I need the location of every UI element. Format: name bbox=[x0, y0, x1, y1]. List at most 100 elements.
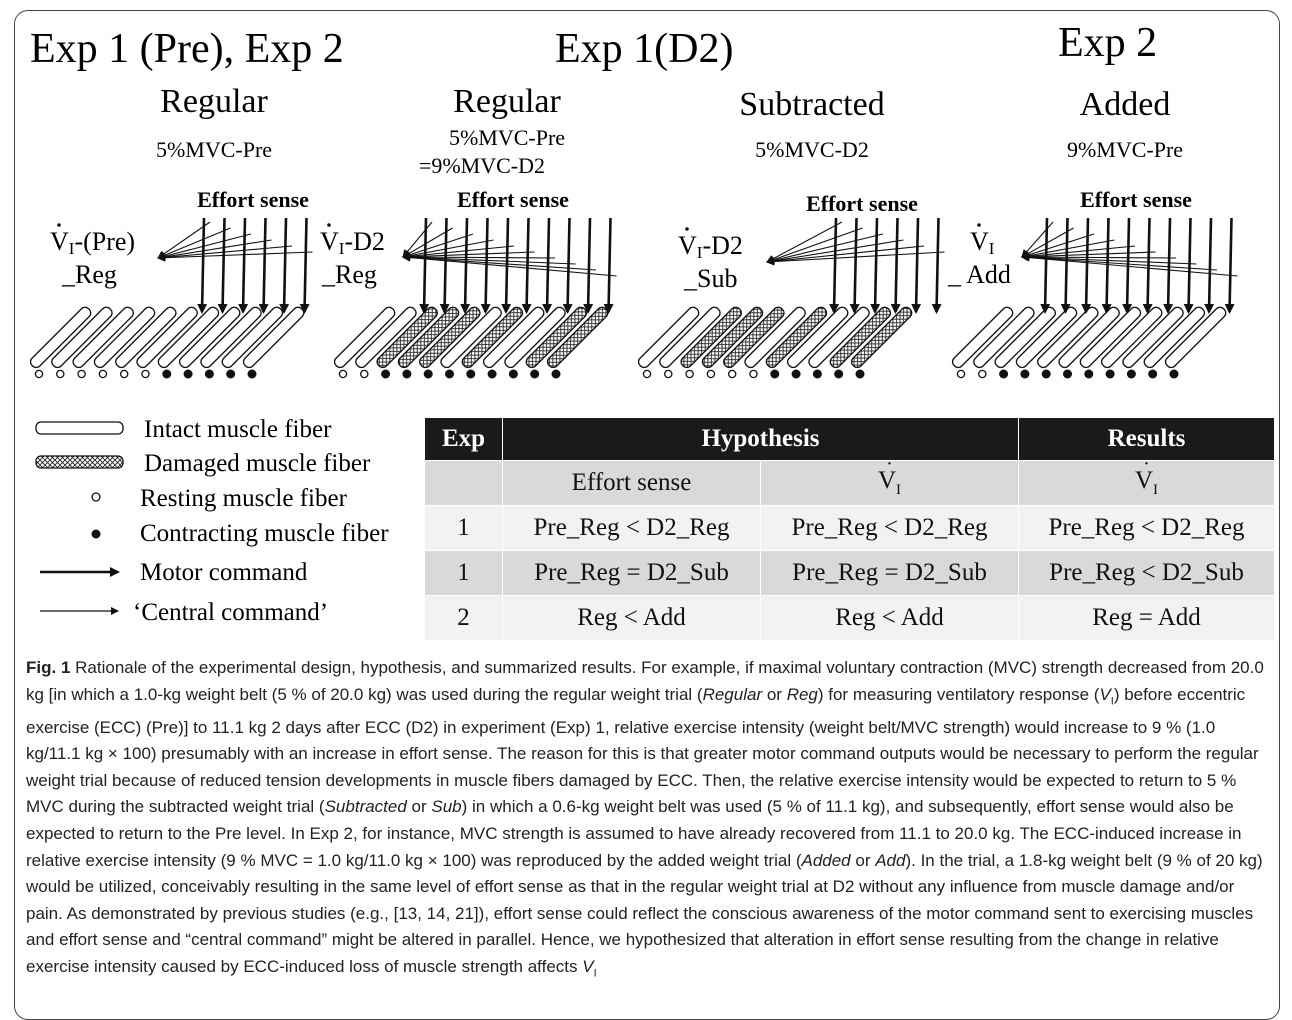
central-command-arrow bbox=[766, 227, 863, 264]
central-command-arrow bbox=[402, 253, 597, 271]
central-command-arrow bbox=[402, 253, 617, 277]
central-command-arrow bbox=[1021, 233, 1095, 259]
intact-fiber bbox=[1015, 306, 1078, 369]
legend-damaged-swatch bbox=[35, 455, 124, 469]
contracting-marker bbox=[423, 369, 433, 379]
central-command-arrow bbox=[157, 251, 313, 262]
panel-effort-label: Effort sense bbox=[197, 187, 309, 212]
central-command-arrow bbox=[1021, 253, 1177, 262]
table-cell-exp: 2 bbox=[424, 595, 503, 641]
table-header-exp: Exp bbox=[424, 417, 503, 461]
central-command-arrow bbox=[1021, 251, 1156, 261]
central-command-arrow bbox=[766, 233, 884, 265]
damaged-fiber bbox=[701, 306, 764, 369]
contracting-marker bbox=[791, 369, 801, 379]
motor-command-arrow bbox=[480, 217, 491, 314]
intact-fiber bbox=[1164, 306, 1227, 369]
contracting-marker bbox=[770, 369, 780, 379]
contracting-marker bbox=[999, 369, 1009, 379]
intact-fiber bbox=[786, 306, 849, 369]
intact-fiber bbox=[136, 306, 198, 369]
legend-contracting-swatch bbox=[91, 529, 101, 539]
table-row: 1 Pre_Reg < D2_Reg Pre_Reg < D2_Reg Pre_… bbox=[424, 505, 1275, 551]
figure-caption: Fig. 1 Rationale of the experimental des… bbox=[26, 658, 1264, 980]
intact-fiber bbox=[72, 306, 134, 369]
motor-command-arrow bbox=[931, 217, 942, 314]
central-command-arrow bbox=[157, 221, 211, 259]
intact-fiber bbox=[93, 306, 156, 369]
table-cell-effort: Pre_Reg = D2_Sub bbox=[502, 550, 761, 596]
panel-vi-label: VI-D2 bbox=[320, 227, 385, 258]
legend-intact-swatch bbox=[35, 421, 124, 435]
legend-damaged-label: Damaged muscle fiber bbox=[144, 450, 371, 477]
legend-central-label: ‘Central command’ bbox=[133, 599, 328, 626]
central-command-arrow bbox=[766, 251, 945, 266]
motor-command-arrow bbox=[1040, 217, 1051, 314]
resting-marker bbox=[642, 369, 652, 379]
intact-fiber bbox=[1058, 306, 1120, 369]
central-command-arrow bbox=[402, 239, 494, 260]
damaged-fiber bbox=[461, 306, 524, 369]
central-command-arrow bbox=[402, 253, 576, 265]
damaged-fiber bbox=[680, 306, 742, 369]
table-row: 1 Pre_Reg = D2_Sub Pre_Reg = D2_Sub Pre_… bbox=[424, 550, 1275, 596]
contracting-marker bbox=[1020, 369, 1030, 379]
motor-command-arrow bbox=[542, 217, 553, 314]
table-header-hypothesis: Hypothesis bbox=[502, 417, 1019, 461]
intact-fiber bbox=[1100, 306, 1163, 369]
contracting-marker bbox=[1105, 369, 1115, 379]
table-row: 2 Reg < Add Reg < Add Reg = Add bbox=[424, 595, 1275, 641]
intact-fiber bbox=[951, 306, 1014, 369]
resting-marker bbox=[685, 369, 694, 379]
resting-marker bbox=[119, 369, 129, 379]
header-exp1-d2: Exp 1(D2) bbox=[555, 26, 733, 72]
legend-resting-swatch bbox=[91, 492, 101, 502]
motor-command-arrow bbox=[849, 217, 860, 314]
contracting-marker bbox=[204, 369, 214, 379]
panel-intensity-label: 5%MVC-Pre bbox=[156, 137, 272, 162]
table-cell-vi: Pre_Reg = D2_Sub bbox=[760, 550, 1019, 596]
motor-command-arrow bbox=[870, 217, 881, 314]
diagram-canvas: Exp 1 (Pre), Exp 2 Exp 1(D2) Exp 2 Regul… bbox=[29, 20, 1238, 626]
damaged-fiber bbox=[397, 306, 460, 369]
central-command-arrow bbox=[402, 233, 474, 259]
damaged-fiber bbox=[829, 306, 892, 369]
resting-marker bbox=[77, 369, 86, 379]
motor-command-arrow bbox=[419, 217, 430, 314]
resting-marker bbox=[141, 369, 150, 379]
damaged-fiber bbox=[850, 306, 913, 369]
motor-command-arrow bbox=[460, 217, 471, 314]
resting-marker bbox=[727, 369, 737, 379]
central-command-arrow bbox=[402, 253, 556, 262]
table-cell-result: Pre_Reg < D2_Reg bbox=[1018, 505, 1275, 551]
motor-command-arrow bbox=[439, 217, 450, 314]
panel-intensity-label-2: =9%MVC-D2 bbox=[419, 153, 545, 178]
vi-dot bbox=[685, 227, 689, 231]
central-command-arrow bbox=[402, 245, 515, 261]
panel-vi-label-2: _Sub bbox=[683, 264, 737, 293]
legend-resting-label: Resting muscle fiber bbox=[140, 485, 348, 512]
table-subheader-effort: Effort sense bbox=[502, 460, 761, 506]
central-command-arrow bbox=[1021, 253, 1238, 277]
legend-contracting-label: Contracting muscle fiber bbox=[140, 520, 389, 547]
intact-fiber bbox=[29, 306, 92, 369]
contracting-marker bbox=[487, 369, 497, 379]
motor-command-arrow bbox=[1122, 217, 1133, 314]
vi-dot bbox=[327, 223, 331, 227]
panel-trial-label: Subtracted bbox=[739, 86, 884, 123]
motor-command-arrow bbox=[279, 217, 290, 314]
central-command-arrow bbox=[766, 221, 843, 263]
intact-fiber bbox=[1037, 306, 1099, 369]
contracting-marker bbox=[551, 369, 561, 379]
intact-fiber bbox=[355, 306, 417, 369]
motor-command-arrow bbox=[299, 217, 310, 314]
intact-fiber bbox=[178, 306, 241, 369]
panel-effort-label: Effort sense bbox=[1080, 187, 1192, 212]
table-subheader-vi: ·VI bbox=[760, 454, 1019, 506]
panel-trial-label: Regular bbox=[160, 83, 268, 120]
motor-command-arrow bbox=[829, 217, 840, 314]
vi-dot bbox=[57, 223, 61, 227]
